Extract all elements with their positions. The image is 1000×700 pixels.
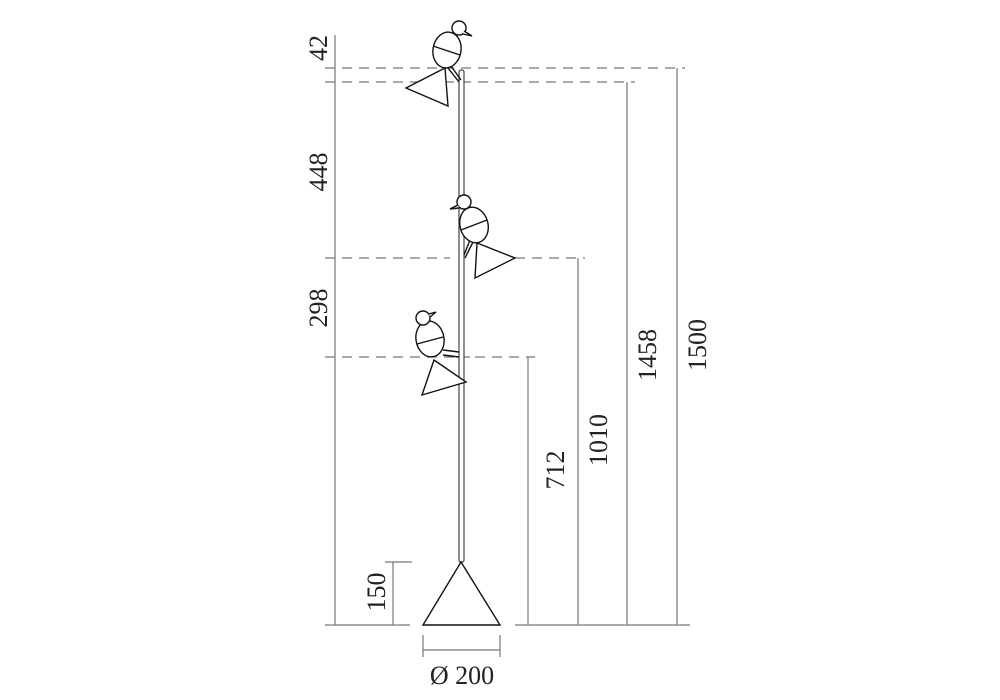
bird-beak — [462, 30, 473, 37]
bird-head — [456, 194, 472, 210]
bird-leg — [463, 239, 471, 256]
label-1458: 1458 — [633, 329, 662, 381]
lamp-base — [421, 560, 502, 626]
bird-beak — [428, 311, 437, 318]
label-42: 42 — [304, 35, 333, 61]
label-150: 150 — [362, 573, 391, 612]
bird-beak — [449, 204, 460, 210]
cone-shade — [404, 66, 449, 108]
bird-head — [451, 20, 467, 36]
cone-shade — [420, 358, 468, 397]
cone-shade — [474, 241, 517, 280]
label-298: 298 — [304, 289, 333, 328]
bird-shade-lower — [415, 310, 468, 397]
label-1500: 1500 — [683, 319, 712, 371]
label-448: 448 — [304, 153, 333, 192]
label-diameter: Ø 200 — [430, 661, 494, 690]
bird-body — [415, 320, 445, 358]
bird-leg — [447, 67, 460, 83]
label-1010: 1010 — [584, 414, 613, 466]
bird-shade-middle — [449, 194, 517, 280]
bird-head — [415, 310, 431, 326]
label-712: 712 — [541, 451, 570, 490]
bird-leg — [450, 65, 462, 81]
bird-leg — [442, 349, 460, 353]
bird-wing-line — [460, 219, 488, 231]
lamp-pole — [458, 69, 465, 563]
bird-wing-line — [432, 45, 461, 56]
bird-leg — [442, 354, 460, 358]
bird-shade-top — [404, 20, 473, 108]
bird-wing-line — [416, 336, 444, 345]
bird-leg — [464, 241, 474, 259]
